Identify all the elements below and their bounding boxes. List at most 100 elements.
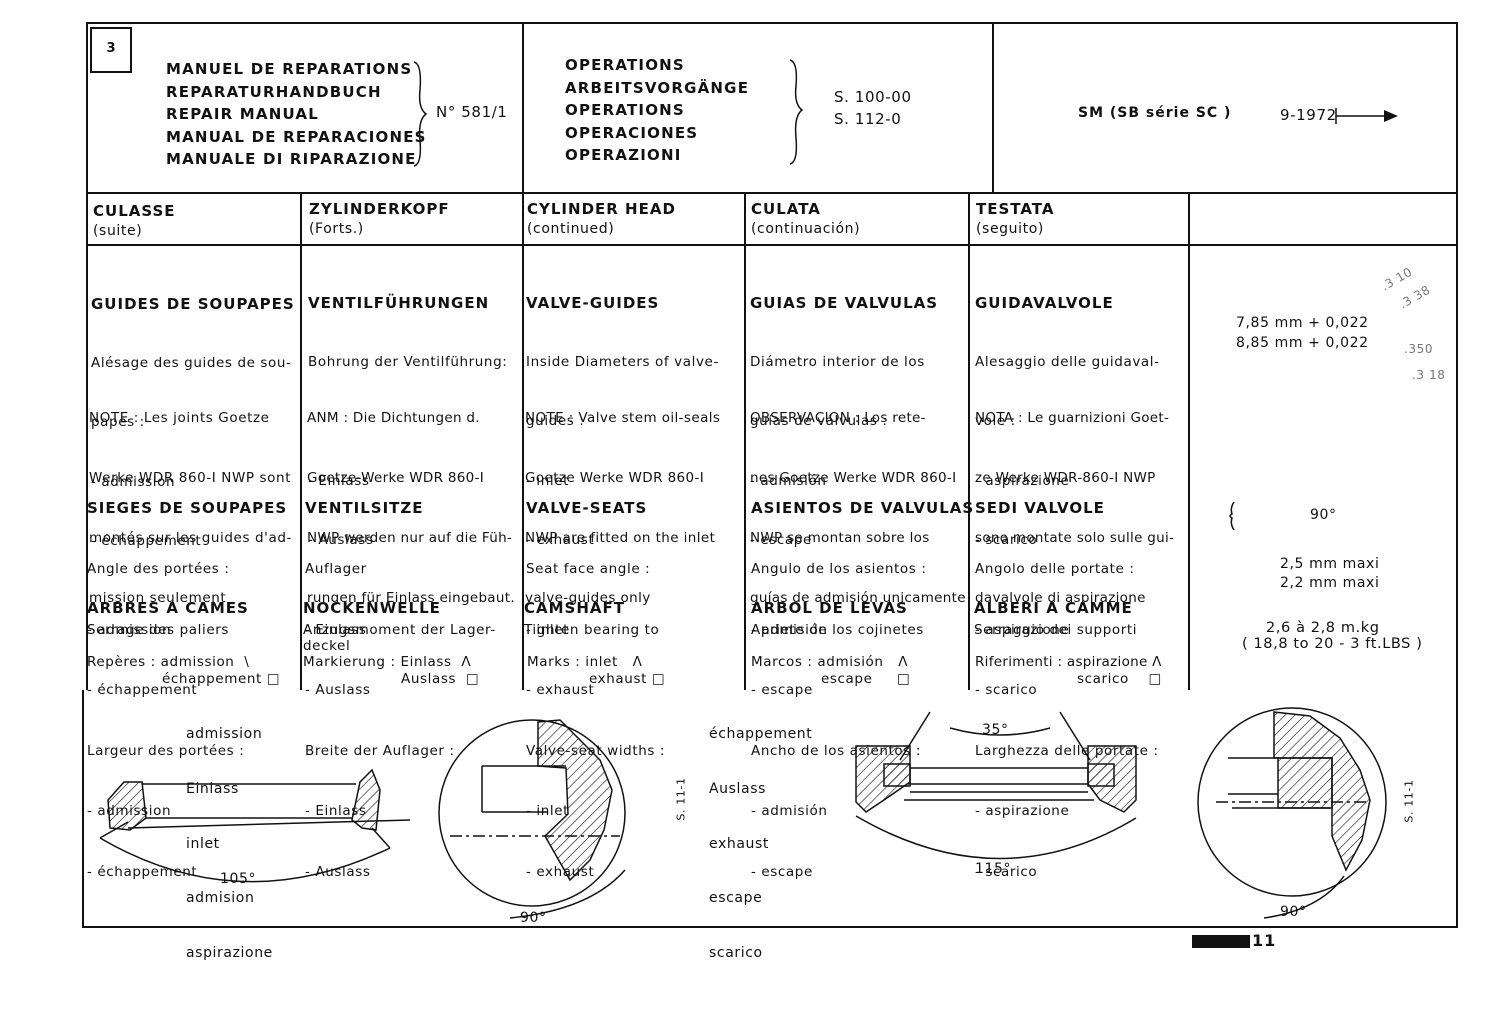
angle-arc-115: [855, 815, 1137, 860]
margin-note: .350: [1404, 342, 1434, 356]
figure-label: scarico: [709, 944, 763, 961]
header-divider-1: [522, 22, 524, 690]
seats-line: Angolo delle portate :: [975, 561, 1135, 578]
angle-leg: [99, 821, 129, 839]
bore-right-wall: [351, 768, 381, 831]
guides-es-line: guías de válvulas :: [750, 413, 888, 430]
guides-de: VENTILFÜHRUNGEN Bohrung der Ventilführun…: [308, 254, 507, 571]
seats-line: - Einlass: [305, 621, 367, 638]
detail-circle: [438, 719, 626, 907]
col-fr-title: CULASSE: [93, 202, 176, 220]
seat-left-block: [855, 745, 911, 813]
note-line: mission seulement: [89, 590, 227, 606]
seat-insert-left: [883, 763, 911, 787]
note-line: Werke WDR 860-I NWP sont: [89, 470, 292, 486]
guides-fr-line: Alésage des guides de sou-: [91, 354, 292, 371]
seats-line: - escape: [751, 864, 813, 881]
cams-fr-line: Serrage des paliers: [87, 622, 230, 638]
col-de-sub: (Forts.): [309, 221, 364, 237]
guides-fr-line: papes :: [91, 414, 145, 431]
col-es-title: CULATA: [751, 200, 821, 218]
seats-de-heading: VENTILSITZE: [305, 499, 424, 518]
seats-en-heading: VALVE-SEATS: [526, 499, 648, 518]
guides-es: GUIAS DE VALVULAS Diámetro interior de l…: [750, 254, 938, 571]
note-line: NOTE : Les joints Goetze: [89, 410, 270, 426]
col-divider-2: [300, 192, 302, 690]
angle-leg: [371, 827, 391, 849]
seat-width-exhaust: 2,2 mm maxi: [1280, 575, 1380, 591]
date-arrow-head: [1384, 110, 1398, 122]
seats-line: - aspirazione: [975, 621, 1070, 638]
seats-line: - escape: [751, 682, 813, 699]
page-number-bar: [1192, 935, 1250, 948]
detail-angle-arc: [509, 869, 626, 919]
seats-line: - scarico: [975, 864, 1038, 881]
seats-es-heading: ASIENTOS DE VALVULAS: [751, 499, 975, 518]
figure-seat-detail-a: [438, 719, 626, 919]
header-divider-2: [992, 22, 994, 194]
guides-es-line: - escape: [750, 532, 812, 549]
guides-it-heading: GUIDAVALVOLE: [975, 293, 1114, 312]
note-line: valve-guides only: [525, 590, 651, 606]
operation-title-it: OPERAZIONI: [565, 146, 682, 164]
seats-line: - aspirazione: [975, 803, 1070, 820]
detail-circle: [1197, 707, 1387, 897]
operation-title-de: ARBEITSVORGÄNGE: [565, 78, 750, 97]
figure-label: échappement: [709, 726, 813, 743]
note-line: NWP are fitted on the inlet: [525, 530, 716, 546]
note-es: OBSERVACION : Los rete- nes Goetze Werke…: [750, 368, 966, 628]
manual-number: N° 581/1: [436, 103, 508, 121]
detail-hatched-head: [537, 719, 613, 882]
figure-label: admission: [186, 726, 263, 743]
cut-leg-right-top: [1059, 711, 1091, 761]
guides-it-line: - scarico: [975, 532, 1038, 549]
figure-seat-detail-b: [1197, 707, 1387, 919]
figure-label: Einlass: [186, 781, 239, 798]
col-fr-sub: (suite): [93, 223, 143, 239]
bore-centre-line: [127, 819, 411, 829]
seats-line: - échappement: [87, 864, 198, 881]
guides-es-line: Diámetro interior de los: [750, 353, 925, 370]
header-bottom: [86, 192, 1458, 194]
cams-es-line: Apriete de los cojinetes: [751, 622, 924, 638]
cams-fr-heading: ARBRES A CAMES: [87, 599, 249, 617]
cams-fr-marks2: échappement □: [162, 671, 281, 687]
guides-en-heading: VALVE-GUIDES: [526, 293, 660, 312]
guides-en-line: - exhaust: [526, 532, 595, 549]
cams-en-line: Tighten bearing to: [524, 622, 660, 638]
seats-line: - admisión: [751, 803, 828, 820]
note-line: NWP se montan sobre los: [750, 530, 930, 546]
margin-note: .3 18: [1412, 368, 1446, 382]
cams-it-line: Serraggio dei supporti: [974, 622, 1138, 638]
guides-de-line: - Einlass: [308, 472, 370, 489]
note-line: ze Werke WDR-860-I NWP: [975, 470, 1156, 486]
cams-de-marks2: Auslass □: [401, 671, 480, 687]
figure-left-edge: [82, 690, 84, 928]
seats-line: Angulo de los asientos :: [751, 561, 927, 578]
brace-manual: [413, 61, 428, 167]
figure-label: Auslass: [709, 781, 767, 798]
operation-title-fr: OPERATIONS: [565, 56, 685, 74]
guides-en-line: guides :: [526, 413, 585, 430]
model-label: SM (SB série SC ): [1078, 105, 1232, 121]
note-it: NOTA : Le guarnizioni Goet- ze Werke WDR…: [975, 368, 1174, 628]
seats-it: SEDI VALVOLE Angolo delle portate : - as…: [975, 458, 1159, 902]
cams-de-marks: Markierung : Einlass Λ: [303, 654, 472, 670]
operation-title-es: OPERACIONES: [565, 123, 699, 142]
seats-line: - admission: [87, 621, 172, 638]
operation-titles: OPERATIONS ARBEITSVORGÄNGE OPERATIONS OP…: [565, 54, 749, 167]
figure-label: aspirazione: [186, 944, 273, 961]
col-divider-5: [968, 192, 970, 690]
guide-value-inlet: 7,85 mm + 0,022: [1236, 315, 1369, 331]
cam-torque-metric: 2,6 à 2,8 m.kg: [1266, 620, 1380, 636]
note-line: guías de admisión unicamente: [750, 590, 966, 606]
seats-line: Seat face angle :: [526, 561, 651, 578]
frame-left: [86, 22, 88, 690]
op-code-2: S. 112-0: [834, 110, 902, 128]
col-es-sub: (continuación): [751, 221, 861, 237]
frame-top: [86, 22, 1458, 24]
note-line: nes Goetze Werke WDR 860-I: [750, 470, 957, 486]
guides-it: GUIDAVALVOLE Alesaggio delle guidaval- v…: [975, 254, 1160, 571]
note-de: ANM : Die Dichtungen d. Goetze-Werke WDR…: [307, 368, 515, 628]
